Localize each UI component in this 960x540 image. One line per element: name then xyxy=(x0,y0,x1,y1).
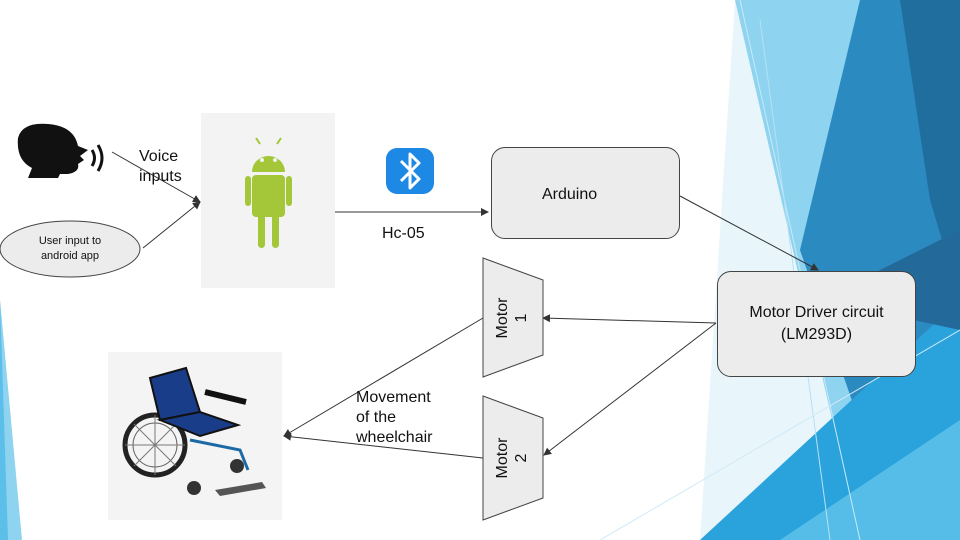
connectors xyxy=(111,151,819,459)
right-decoration xyxy=(599,0,960,540)
motor2-shape xyxy=(482,395,544,521)
arduino-box: Arduino xyxy=(491,147,680,239)
arduino-label: Arduino xyxy=(542,186,598,203)
voice-inputs-label: Voice inputs xyxy=(139,148,182,185)
hc05-label: Hc-05 xyxy=(382,225,425,242)
android-icon xyxy=(245,137,292,248)
wheelchair-icon xyxy=(122,366,266,496)
user-input-label: User input to android app xyxy=(38,235,102,262)
user-input-ellipse xyxy=(0,220,141,278)
motor1-shape xyxy=(482,257,544,378)
bluetooth-icon xyxy=(386,148,434,194)
speaking-head-icon xyxy=(17,123,104,178)
movement-label: Movement of the wheelchair xyxy=(356,389,433,446)
motor2-label: Motor 2 xyxy=(494,437,530,479)
motor-driver-box: Motor Driver circuit (LM293D) xyxy=(717,271,916,377)
motor-driver-label: Motor Driver circuit (LM293D) xyxy=(749,304,884,343)
motor1-label: Motor 1 xyxy=(494,297,530,339)
left-decoration xyxy=(0,300,22,540)
